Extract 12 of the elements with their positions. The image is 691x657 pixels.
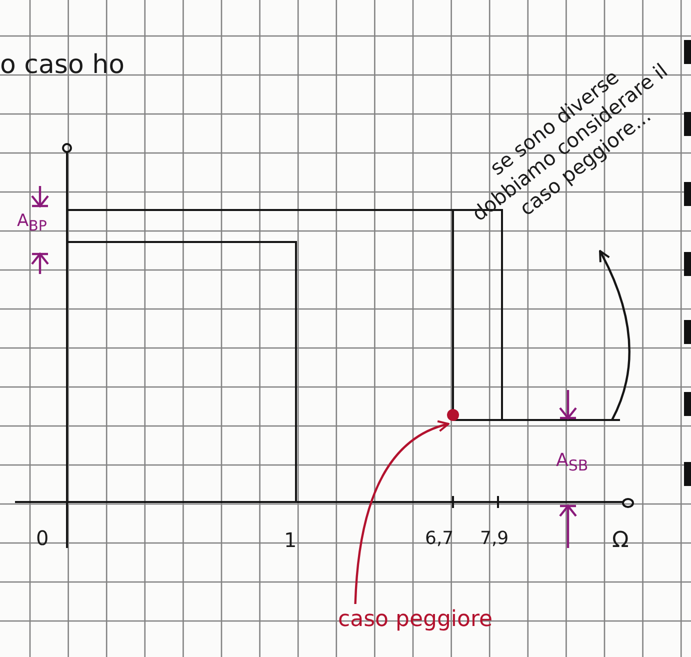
- point-marker: [447, 409, 459, 421]
- dimension-label: A$_{SB}$: [556, 452, 588, 474]
- curved-arrow: [599, 250, 630, 420]
- annotation-text: caso peggiore: [338, 606, 493, 634]
- axis-tick-label: 7,9: [480, 530, 509, 548]
- axis-title: Ω: [612, 530, 629, 552]
- axis-tick-label: 0: [36, 528, 49, 548]
- axis-tick-label: 1: [284, 530, 297, 550]
- axis-tick-label: 6,7: [425, 530, 454, 548]
- curved-arrow: [354, 421, 450, 604]
- dimension-label: A$_{BP}$: [17, 213, 47, 234]
- heading-text: o caso ho: [0, 52, 125, 78]
